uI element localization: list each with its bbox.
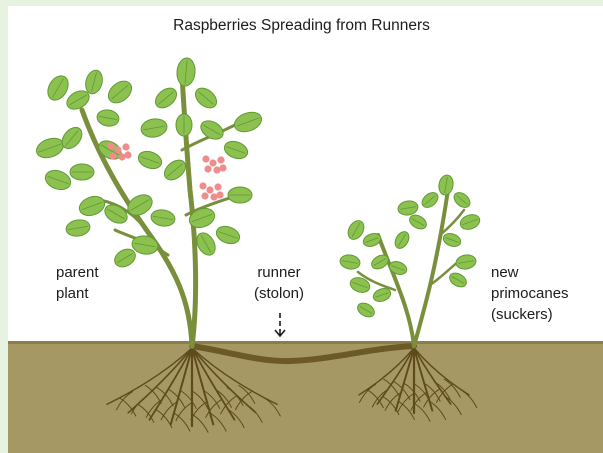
- label-new-line2: primocanes: [491, 283, 569, 304]
- root: [359, 348, 414, 395]
- leaf-icon: [355, 300, 377, 319]
- leaf-icon: [345, 218, 367, 242]
- label-runner: runner (stolon): [241, 262, 317, 304]
- label-new-line3: (suckers): [491, 304, 569, 325]
- leaf-icon: [102, 201, 131, 227]
- leaf-icon: [140, 117, 169, 139]
- label-parent-line2: plant: [56, 283, 99, 304]
- leaf-icon: [419, 190, 441, 211]
- leaf-icon: [152, 84, 181, 112]
- root: [414, 403, 430, 421]
- label-runner-line1: runner: [241, 262, 317, 283]
- leaf-icon: [437, 174, 454, 196]
- leaf-icon: [447, 270, 469, 289]
- root: [264, 398, 280, 416]
- leaf-icon: [176, 114, 192, 136]
- root: [377, 348, 414, 404]
- label-runner-line2: (stolon): [241, 283, 317, 304]
- root: [414, 348, 451, 404]
- leaf-icon: [458, 212, 482, 232]
- leaf-icon: [150, 208, 176, 228]
- label-new-line1: new: [491, 262, 569, 283]
- root: [174, 413, 190, 431]
- leaf-icon: [136, 148, 164, 171]
- leaf-icon: [339, 253, 361, 270]
- leaf-icon: [455, 253, 477, 270]
- root: [138, 404, 154, 422]
- stem: [82, 110, 192, 346]
- root: [180, 390, 196, 408]
- leaf-icon: [176, 57, 196, 86]
- leaf-icon: [34, 135, 66, 161]
- root: [156, 410, 172, 428]
- leaf-icon: [407, 212, 429, 231]
- leaf-icon: [70, 164, 94, 180]
- leaf-icon: [161, 156, 190, 184]
- leaf-icon: [43, 167, 74, 193]
- leaf-icon: [392, 229, 411, 251]
- leaf-icon: [192, 84, 221, 112]
- leaf-icon: [451, 190, 473, 211]
- flower-icon: [199, 182, 223, 200]
- root: [461, 390, 477, 408]
- leaf-icon: [228, 187, 252, 203]
- leaf-icon: [441, 231, 462, 248]
- flower-icon: [202, 155, 226, 173]
- leaf-icon: [397, 199, 419, 216]
- leaf-icon: [214, 223, 242, 246]
- label-new-primocanes: new primocanes (suckers): [491, 262, 569, 325]
- runner-stolon: [192, 346, 414, 361]
- root: [150, 348, 193, 420]
- leaf-icon: [104, 77, 135, 108]
- root: [191, 402, 207, 420]
- label-parent-line1: parent: [56, 262, 99, 283]
- root: [398, 401, 414, 419]
- leaf-icon: [96, 108, 120, 128]
- stem: [414, 190, 448, 346]
- leaf-icon: [222, 138, 250, 161]
- down-arrow-icon: [275, 313, 285, 336]
- leaf-icon: [65, 218, 91, 238]
- diagram-title: Raspberries Spreading from Runners: [0, 15, 603, 36]
- label-parent-plant: parent plant: [56, 262, 99, 304]
- leaf-icon: [232, 109, 264, 135]
- leaf-icon: [77, 193, 108, 219]
